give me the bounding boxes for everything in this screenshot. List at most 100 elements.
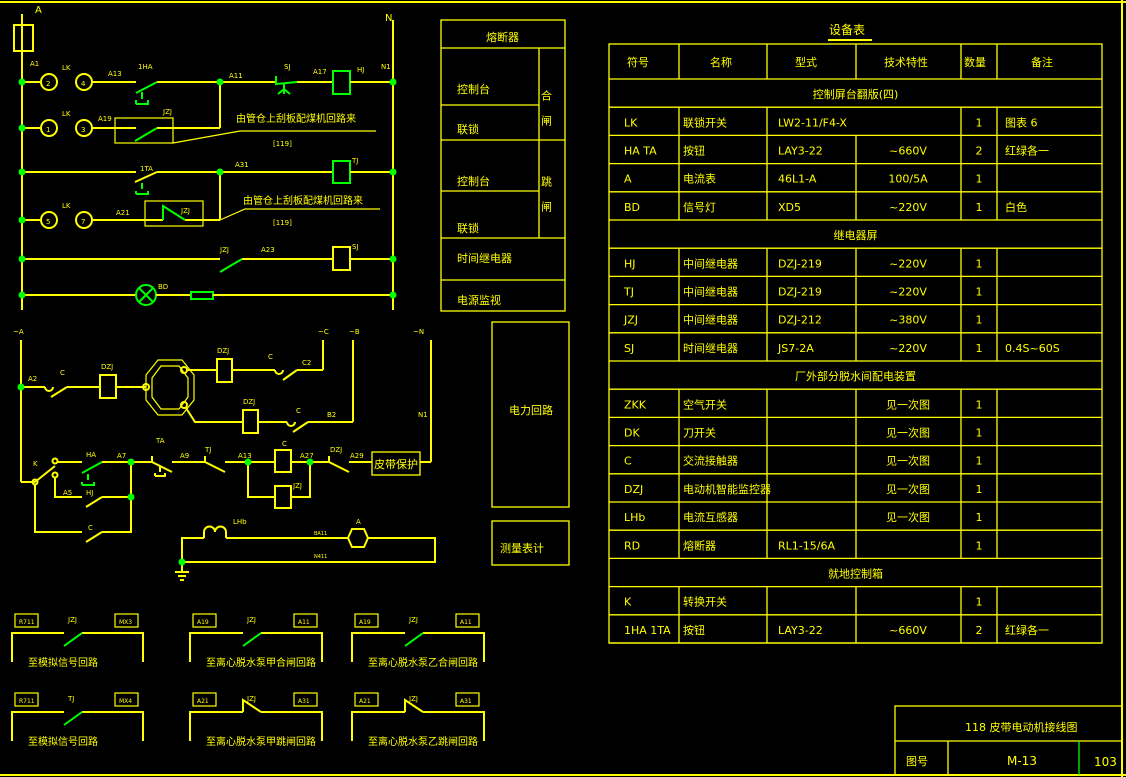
wire-label: A13 [108, 70, 122, 78]
column-header: 名称 [710, 55, 732, 69]
terminal-box [114, 692, 139, 707]
reference-label: [119] [273, 140, 292, 148]
coil-label: C [282, 440, 287, 448]
terminal-box [14, 613, 39, 628]
switch-label: LK [62, 110, 71, 118]
relay-coil-icon [274, 485, 292, 509]
table-cell: 电动机智能监控器 [683, 482, 771, 496]
monitor-label: DZJ [243, 398, 255, 406]
table-cell: SJ [624, 342, 634, 355]
terminal-box [192, 692, 217, 707]
contact-label: TJ [204, 446, 211, 454]
selector-switch-icon [34, 465, 56, 483]
table-cell: 信号灯 [683, 201, 716, 214]
terminal-box [293, 613, 318, 628]
table-cell: 0.4S~60S [1005, 342, 1060, 355]
wire-label: B2 [327, 411, 336, 419]
contact-label: JZJ [162, 108, 172, 116]
table-cell: 见一次图 [886, 426, 930, 440]
table-cell: 1 [976, 455, 983, 468]
wire-label: A31 [235, 161, 249, 169]
timer-contact-icon [275, 76, 298, 95]
wire-label: A17 [313, 68, 327, 76]
power-monitor-row: BD [22, 283, 393, 306]
closing-circuit-row: A1 LK 2 4 A13 1HA A11 SJ A17 HJ N1 [22, 60, 393, 105]
coil-label: TJ [351, 157, 358, 165]
table-cell: 按钮 [683, 144, 705, 158]
wire-label: A2 [28, 375, 37, 383]
table-cell: HJ [624, 257, 636, 270]
power-loop-box [491, 321, 570, 508]
terminal-box [354, 692, 379, 707]
table-cell: 红绿各一 [1005, 623, 1049, 637]
table-cell: 1 [976, 483, 983, 496]
output-contact-label: JZJ [246, 616, 256, 624]
table-cell: 交流接触器 [683, 454, 738, 468]
table-cell: ~220V [889, 257, 927, 270]
table-section-row: 继电器屏 [834, 229, 878, 242]
table-cell: C [624, 455, 632, 468]
table-cell: ~220V [889, 286, 927, 299]
output-right-label: MX3 [119, 619, 132, 626]
wire-label: BA11 [314, 531, 327, 537]
no-contact-icon [63, 632, 83, 647]
coil-label: HJ [357, 66, 364, 74]
nc-contact-icon [162, 204, 186, 221]
table-cell: 46L1-A [778, 173, 817, 186]
table-cell: 1 [976, 201, 983, 214]
terminal-icon [40, 211, 58, 229]
table-cell: DZJ-212 [778, 314, 822, 327]
contact-label: C [60, 369, 65, 377]
trip-circuit-row: 1TA A31 TJ [22, 157, 393, 195]
table-cell: 见一次图 [886, 454, 930, 468]
table-cell: 100/5A [888, 173, 928, 186]
table-cell: JZJ [623, 314, 638, 327]
contact-label: C [88, 524, 93, 532]
monitor-ct-icon [216, 358, 233, 383]
table-row: C 交流接触器 见一次图 1 [624, 445, 998, 474]
coil-icon [332, 246, 351, 271]
wire-label: A9 [180, 452, 189, 460]
output-caption-label: 至离心脱水泵甲跳闸回路 [206, 735, 316, 748]
table-cell: ~220V [889, 201, 927, 214]
pushbutton-icon [135, 183, 149, 195]
table-cell: 1 [976, 342, 983, 355]
switch-label: LK [62, 202, 71, 210]
sheet-number: 103 [1094, 755, 1117, 769]
output-right-label: A11 [298, 619, 310, 626]
terminal-box [14, 692, 39, 707]
output-caption-label: 至模拟信号回路 [28, 735, 98, 748]
contact-label: C [268, 353, 273, 361]
table-cell: DZJ-219 [778, 257, 822, 270]
power-loop-label: 电力回路 [509, 404, 553, 417]
output-right-label: MX4 [119, 698, 132, 705]
coil-icon [332, 160, 351, 184]
phase-label: ~A [13, 328, 24, 336]
terminal-number: 2 [46, 80, 50, 88]
output-contact-label: JZJ [408, 616, 418, 624]
table-cell: LAY3-22 [778, 145, 823, 158]
output-contact-label: JZJ [246, 695, 256, 703]
table-cell: 电流互感器 [683, 510, 738, 524]
wire-label: A1 [30, 60, 39, 68]
table-cell: 转换开关 [683, 595, 727, 609]
contact-label: JZJ [180, 207, 190, 215]
table-cell: LAY3-22 [778, 624, 823, 637]
table-cell: HA TA [624, 145, 657, 158]
table-cell: JS7-2A [777, 342, 814, 355]
table-cell: 白色 [1005, 200, 1027, 214]
table-cell: RL1-15/6A [778, 539, 835, 552]
section-title: 就地控制箱 [828, 567, 883, 581]
table-cell: ~220V [889, 342, 927, 355]
table-cell: 1HA 1TA [624, 624, 671, 637]
table-cell: TJ [623, 286, 634, 299]
